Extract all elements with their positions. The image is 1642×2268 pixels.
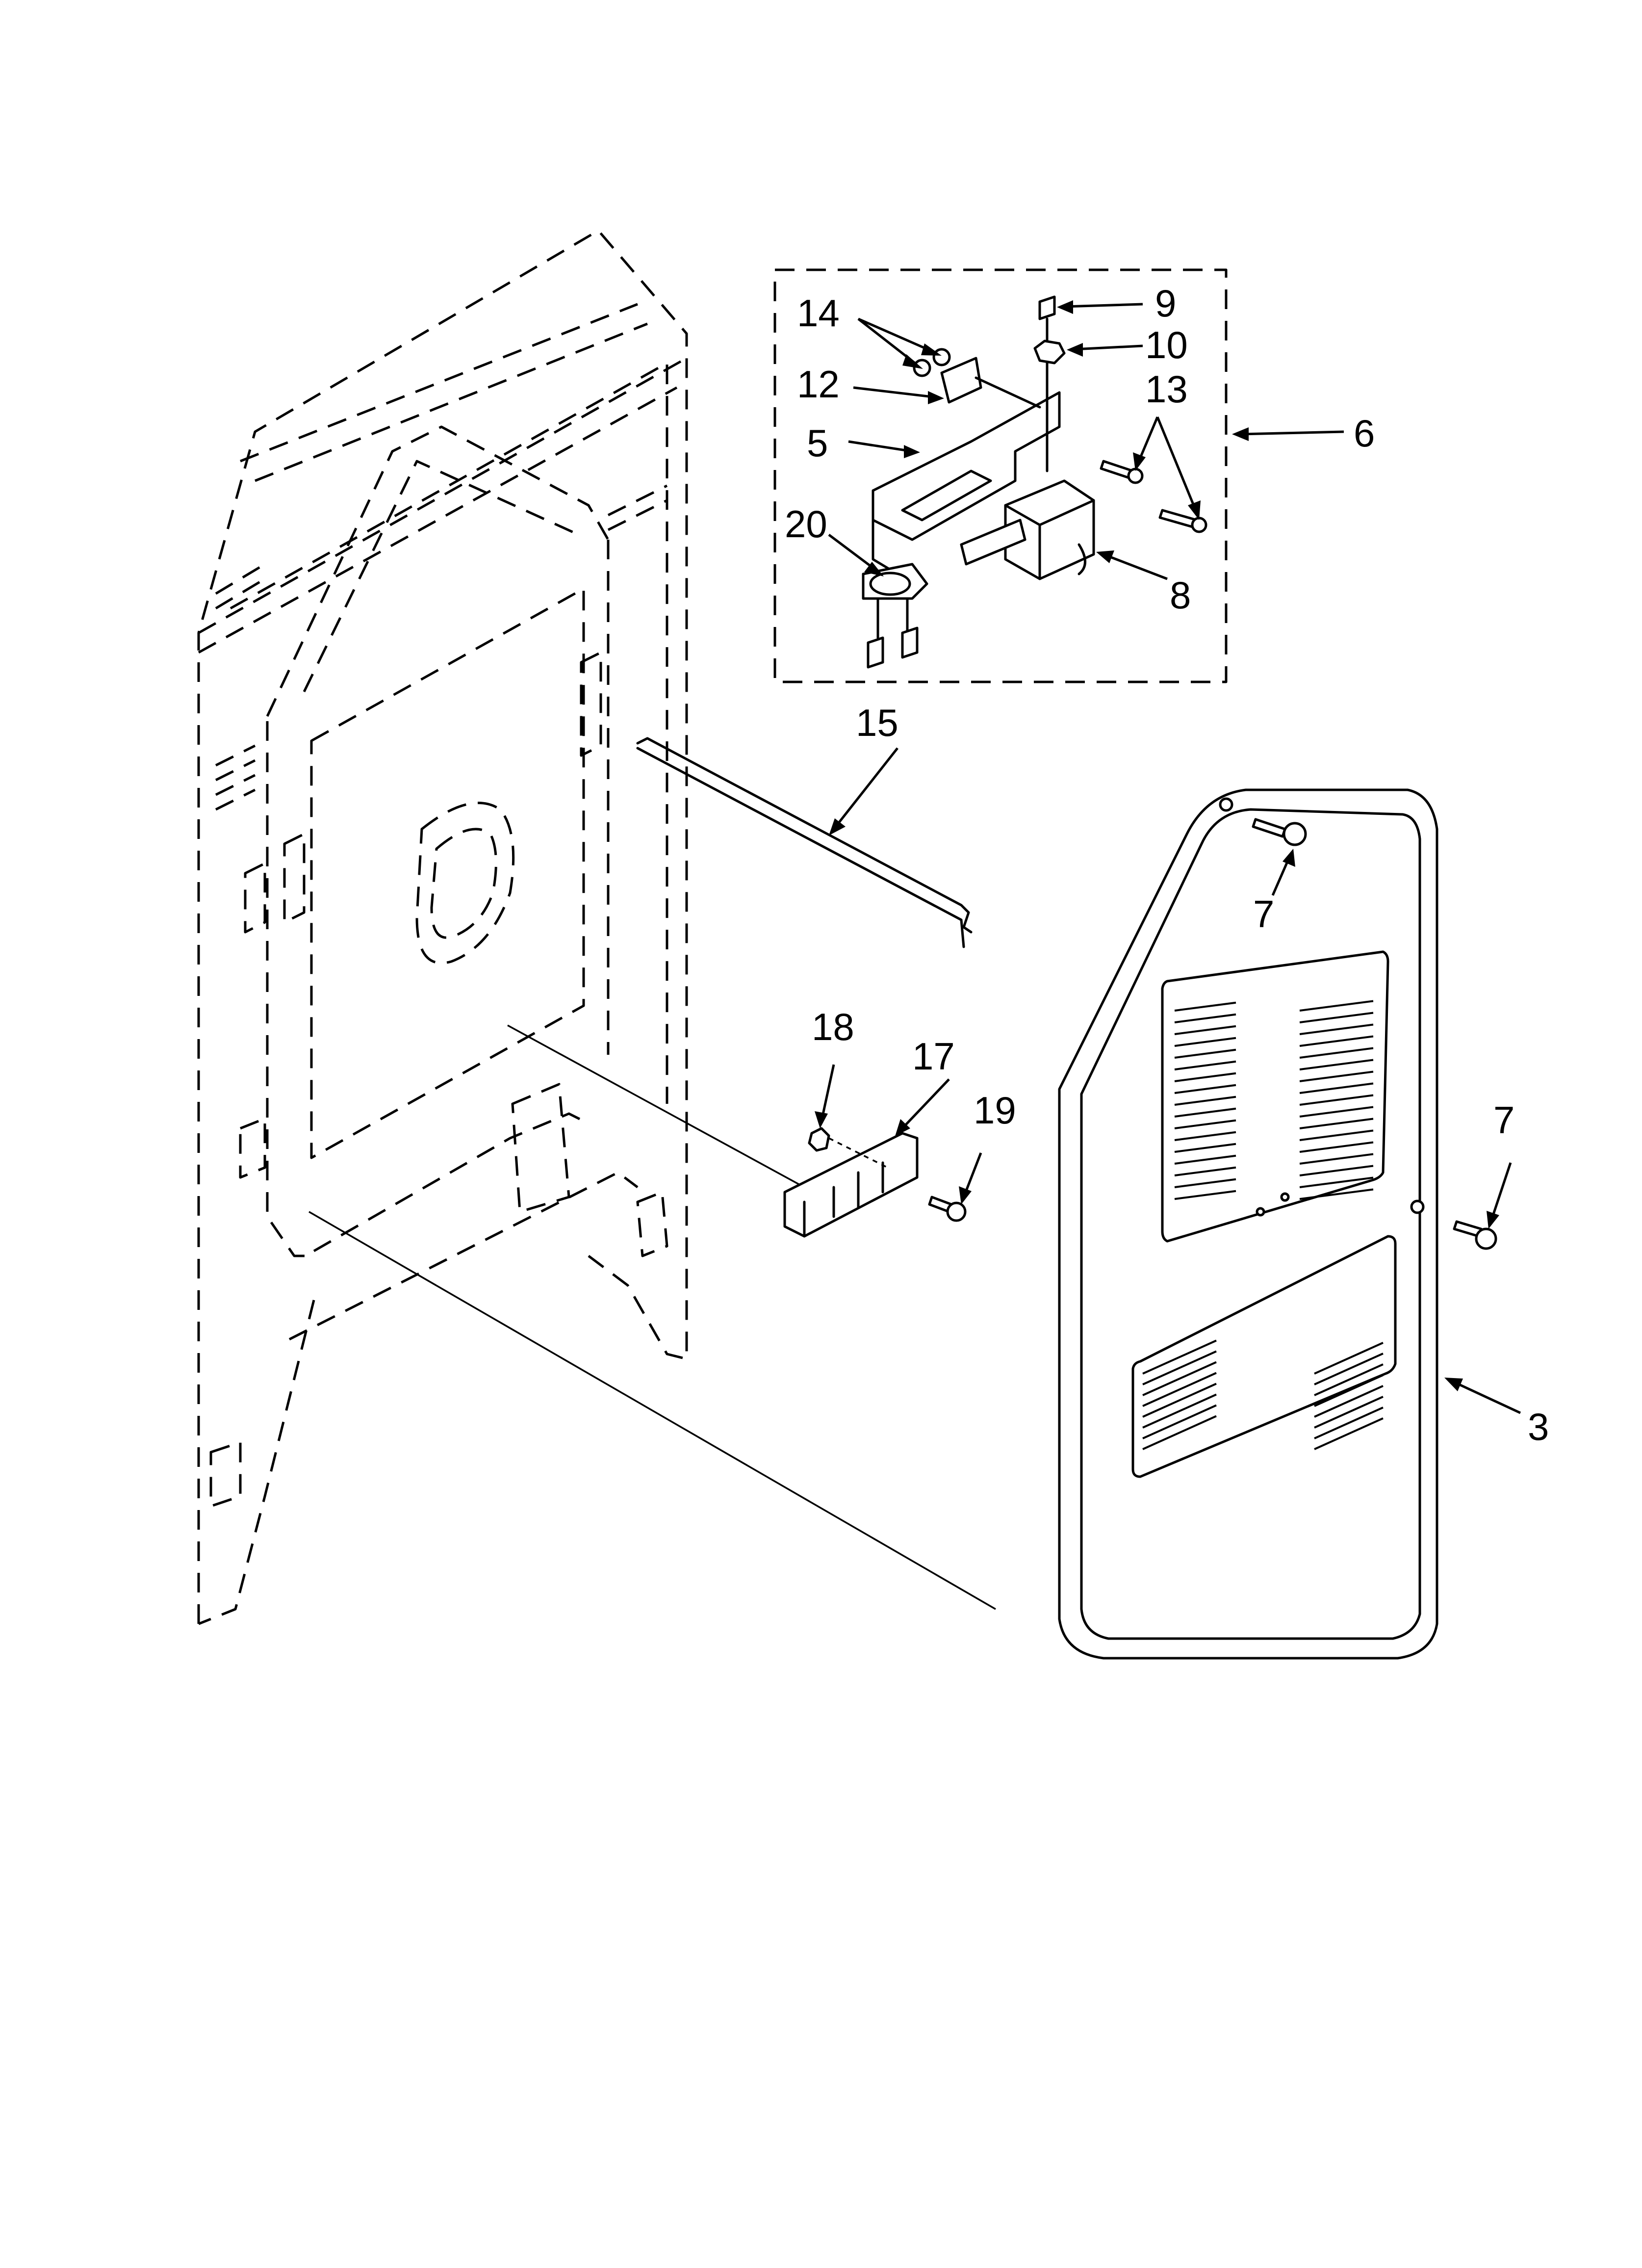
grille-slat <box>1174 1143 1236 1153</box>
upper-grille-slats <box>1174 1000 1374 1200</box>
assembly-6-boundary <box>773 268 1228 683</box>
grille-slat <box>1174 1037 1236 1047</box>
grille-slat <box>1314 1417 1384 1450</box>
grille-slat <box>1174 1095 1236 1106</box>
clip-bracket-17 <box>783 1127 967 1238</box>
rear-panel-3 <box>1058 788 1497 1660</box>
rod-15 <box>636 737 973 948</box>
grille-slat <box>1174 1131 1236 1141</box>
grille-slat <box>1142 1372 1217 1407</box>
callout-17: 17 <box>912 1035 955 1078</box>
grille-slat <box>1142 1393 1217 1429</box>
grille-slat <box>1174 1107 1236 1118</box>
cabinet-outline <box>197 229 688 1625</box>
callout-labels: 14 12 5 20 9 10 13 6 8 15 18 17 19 7 7 3 <box>785 282 1549 1448</box>
grille-slat <box>1299 1047 1374 1059</box>
grille-slat <box>1299 1000 1374 1012</box>
grille-slat <box>1299 1129 1374 1141</box>
callout-7-right: 7 <box>1493 1098 1514 1142</box>
grille-slat <box>1142 1404 1217 1439</box>
alignment-lines <box>308 1024 996 1610</box>
grille-slat <box>1299 1176 1374 1188</box>
callout-18: 18 <box>812 1005 854 1048</box>
callout-6: 6 <box>1354 412 1375 455</box>
grille-slat <box>1299 1188 1374 1200</box>
grille-slat <box>1299 1012 1374 1023</box>
grille-slat <box>1174 1025 1236 1035</box>
grille-slat <box>1174 1154 1236 1165</box>
callout-12: 12 <box>797 363 840 406</box>
callout-19: 19 <box>974 1089 1016 1132</box>
lower-grille-slats <box>1142 1339 1384 1450</box>
grille-slat <box>1299 1106 1374 1118</box>
callout-13: 13 <box>1145 367 1188 411</box>
grille-slat <box>1299 1153 1374 1165</box>
grille-slat <box>1174 1001 1236 1012</box>
leader-lines <box>815 300 1521 1414</box>
grille-slat <box>1299 1082 1374 1094</box>
grille-slat <box>1314 1342 1384 1375</box>
grille-slat <box>1299 1070 1374 1082</box>
callout-5: 5 <box>807 421 828 465</box>
grille-slat <box>1314 1374 1384 1407</box>
grille-slat <box>1174 1072 1236 1082</box>
grille-slat <box>1314 1396 1384 1429</box>
grille-slat <box>1299 1165 1374 1176</box>
grille-slat <box>1142 1415 1217 1450</box>
grille-slat <box>1299 1059 1374 1070</box>
grille-slat <box>1314 1363 1384 1396</box>
callout-3: 3 <box>1528 1405 1549 1448</box>
callout-10: 10 <box>1145 323 1188 366</box>
grille-slat <box>1174 1119 1236 1129</box>
grille-slat <box>1142 1361 1217 1396</box>
grille-slat <box>1314 1385 1384 1418</box>
grille-slat <box>1142 1382 1217 1418</box>
grille-slat <box>1174 1178 1236 1188</box>
grille-slat <box>1299 1035 1374 1047</box>
grille-slat <box>1299 1118 1374 1129</box>
grille-slat <box>1299 1094 1374 1106</box>
grille-slat <box>1174 1048 1236 1059</box>
callout-14: 14 <box>797 291 840 335</box>
grille-slat <box>1174 1084 1236 1094</box>
grille-slat <box>1142 1350 1217 1385</box>
grille-slat <box>1174 1190 1236 1200</box>
grille-slat <box>1174 1013 1236 1023</box>
grille-slat <box>1299 1023 1374 1035</box>
grille-slat <box>1174 1166 1236 1176</box>
callout-8: 8 <box>1170 574 1191 617</box>
grille-slat <box>1314 1407 1384 1439</box>
callout-20: 20 <box>785 502 827 546</box>
grille-slat <box>1314 1353 1384 1385</box>
callout-15: 15 <box>856 701 898 744</box>
callout-9: 9 <box>1155 282 1176 325</box>
grille-slat <box>1299 1141 1374 1153</box>
grille-slat <box>1174 1060 1236 1070</box>
grille-slat <box>1142 1339 1217 1375</box>
callout-7-top: 7 <box>1253 892 1274 936</box>
